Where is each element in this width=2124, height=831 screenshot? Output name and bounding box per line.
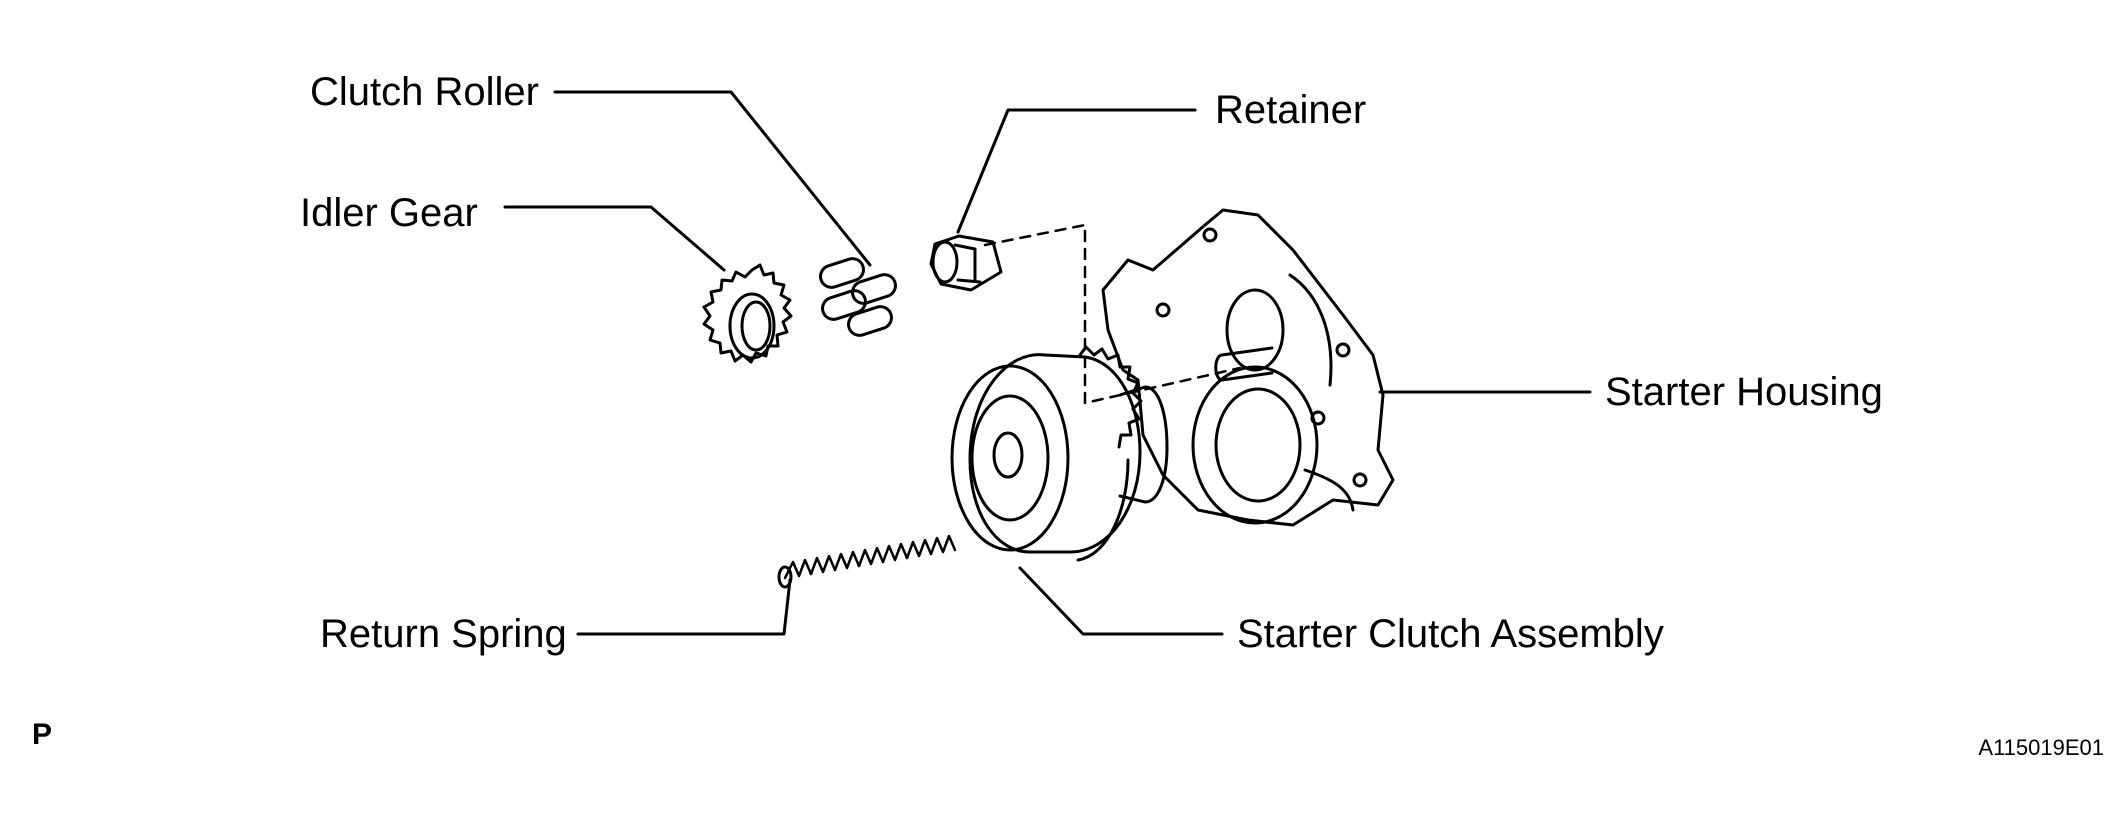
label-starter-clutch-assembly: Starter Clutch Assembly [1237, 612, 1664, 656]
idler-gear-hub [728, 292, 776, 360]
housing-opening-inner [1214, 387, 1302, 503]
starter-clutch-assembly-part [950, 345, 1169, 562]
figure-code: A115019E01 [1978, 735, 2104, 760]
housing-bore-upper [1225, 288, 1285, 372]
housing-bolt-hole [1310, 410, 1326, 426]
clutch-roller [819, 257, 865, 289]
housing-shaft [1214, 346, 1274, 382]
clutch-assembly-gear [1076, 345, 1143, 562]
clutch-assembly-body [968, 353, 1142, 554]
housing-outline [1101, 208, 1395, 527]
return-spring-end [777, 565, 793, 589]
label-retainer: Retainer [1215, 88, 1367, 132]
label-return-spring: Return Spring [320, 612, 567, 656]
idler-gear-bore [740, 300, 772, 352]
label-clutch-roller: Clutch Roller [310, 70, 539, 114]
leader-idler-gear [503, 205, 726, 272]
starter-housing-part [1101, 208, 1395, 527]
leader-starter-clutch [1018, 566, 1224, 636]
label-starter-housing: Starter Housing [1605, 370, 1883, 414]
clutch-roller [847, 305, 893, 337]
dashed-alignment-line [983, 223, 1242, 405]
clutch-assembly-pinion [1118, 385, 1169, 504]
leader-return-spring [576, 578, 792, 636]
retainer-face [931, 240, 959, 284]
housing-detail [1288, 273, 1355, 512]
return-spring-part [777, 534, 957, 589]
leader-clutch-roller [553, 90, 872, 267]
housing-bolt-hole [1155, 302, 1171, 318]
clutch-assembly-face [950, 364, 1070, 552]
clutch-assembly-ring [970, 394, 1050, 522]
leader-retainer [956, 108, 1197, 234]
return-spring-coil [783, 534, 957, 580]
retainer-part [929, 234, 1003, 292]
leader-lines [503, 90, 1592, 636]
clutch-roller-parts [819, 257, 897, 337]
clutch-roller [821, 289, 867, 321]
housing-opening-outer [1191, 365, 1319, 525]
housing-bolt-hole [1352, 472, 1368, 488]
idler-gear-part [702, 263, 793, 364]
clutch-assembly-hub [992, 431, 1024, 479]
housing-bolt-hole [1202, 227, 1218, 243]
housing-bolt-hole [1335, 342, 1351, 358]
label-idler-gear: Idler Gear [300, 191, 478, 235]
retainer-slots [953, 243, 982, 284]
clutch-roller [851, 273, 897, 305]
corner-mark: P [32, 718, 53, 751]
